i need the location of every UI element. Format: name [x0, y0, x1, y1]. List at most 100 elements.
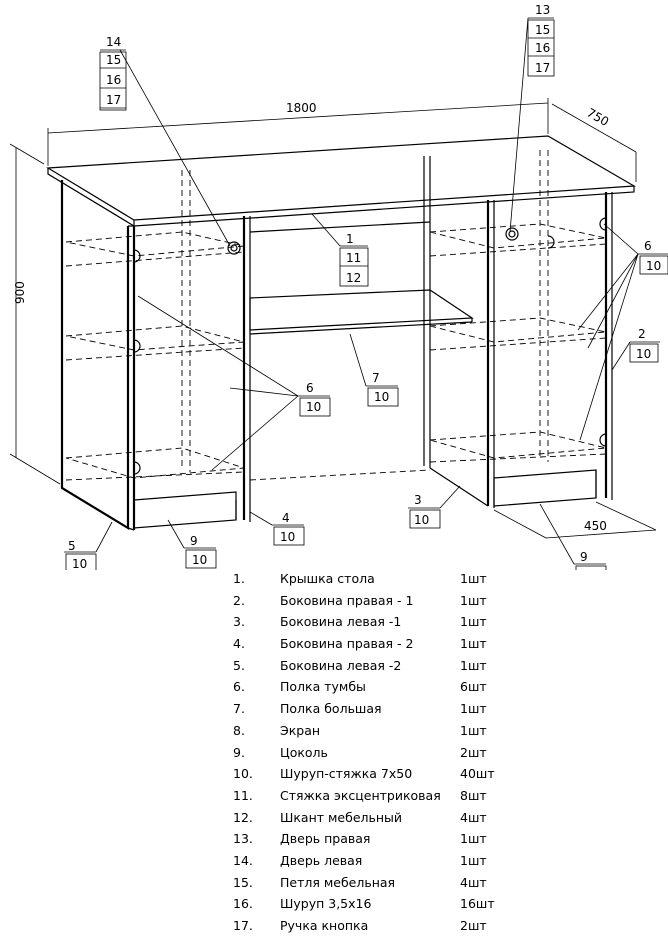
callout-3-l2: 10: [414, 513, 429, 527]
parts-row: 4. Боковина правая - 2 1шт: [233, 633, 533, 655]
callout-1-l1: 1: [346, 232, 354, 246]
part-number: 1.: [233, 571, 245, 586]
callout-13-l2: 15: [535, 23, 550, 37]
callout-4-l2: 10: [280, 530, 295, 544]
part-number: 16.: [233, 896, 253, 912]
part-number: 8.: [233, 722, 245, 738]
callout-7: 7 10: [349, 333, 399, 407]
part-name: Боковина левая -1: [280, 614, 402, 630]
part-qty: 4шт: [460, 809, 487, 825]
callout-5-l2: 10: [72, 557, 87, 570]
callout-5: 5 10: [64, 521, 113, 570]
table-top: [46, 135, 636, 227]
callout-13-l1: 13: [535, 3, 550, 17]
part-number: 12.: [233, 809, 253, 825]
part-number: 3.: [233, 614, 245, 630]
part-qty: 2шт: [460, 744, 487, 760]
part-qty: 1шт: [460, 636, 487, 652]
callout-6l-l2: 10: [306, 400, 321, 414]
callout-14: 14 15 16 17: [99, 35, 231, 247]
part-qty: 2шт: [460, 918, 487, 933]
callout-1: 1 11 12: [311, 213, 369, 287]
part-name: Шуруп 3,5х16: [280, 896, 372, 912]
part-qty: 4шт: [460, 874, 487, 890]
callout-9l-l2: 10: [192, 553, 207, 567]
callout-9-left: 9 10: [167, 519, 217, 569]
part-number: 4.: [233, 636, 245, 652]
part-name: Боковина правая - 1: [280, 592, 414, 608]
dim-height: 900: [13, 281, 27, 304]
part-number: 10.: [233, 766, 253, 782]
part-qty: 1шт: [460, 592, 487, 608]
parts-row: 14. Дверь левая 1шт: [233, 850, 533, 872]
callout-13: 13 15 16 17: [509, 3, 555, 233]
middle-shelf: [249, 221, 474, 481]
part-name: Дверь правая: [280, 831, 371, 847]
callout-9l-l1: 9: [190, 534, 198, 548]
part-name: Стяжка эксцентриковая: [280, 787, 441, 803]
callout-13-l3: 16: [535, 41, 550, 55]
part-qty: 1шт: [460, 852, 487, 868]
parts-row: 11. Стяжка эксцентриковая 8шт: [233, 785, 533, 807]
part-name: Дверь левая: [280, 852, 363, 868]
part-name: Экран: [280, 722, 321, 738]
part-qty: 40шт: [460, 766, 495, 782]
parts-row: 5. Боковина левая -2 1шт: [233, 655, 533, 677]
part-number: 9.: [233, 744, 245, 760]
callout-2-l2: 10: [636, 347, 651, 361]
part-number: 14.: [233, 852, 253, 868]
callout-6r-l1: 6: [644, 239, 652, 253]
part-qty: 6шт: [460, 679, 487, 695]
part-number: 11.: [233, 787, 253, 803]
parts-row: 9. Цоколь 2шт: [233, 742, 533, 764]
part-name: Петля мебельная: [280, 874, 396, 890]
part-qty: 1шт: [460, 701, 487, 717]
part-name: Боковина правая - 2: [280, 636, 414, 652]
callout-2-l1: 2: [638, 327, 646, 341]
callout-6l-l1: 6: [306, 381, 314, 395]
part-name: Цоколь: [280, 744, 328, 760]
parts-row: 12. Шкант мебельный 4шт: [233, 807, 533, 829]
part-number: 2.: [233, 592, 245, 608]
part-number: 7.: [233, 701, 245, 717]
part-name: Полка большая: [280, 701, 382, 717]
part-number: 13.: [233, 831, 253, 847]
callout-4-l1: 4: [282, 511, 290, 525]
callout-7-l2: 10: [374, 390, 389, 404]
callout-2: 2 10: [611, 327, 660, 371]
callout-14-l4: 17: [106, 93, 121, 107]
part-name: Ручка кнопка: [280, 918, 369, 933]
right-cabinet: [423, 150, 613, 508]
callouts: 14 15 16 17 13 15 16 17 1 11 12: [64, 3, 668, 570]
callout-7-l1: 7: [372, 371, 380, 385]
part-qty: 1шт: [460, 657, 487, 673]
callout-9-right: 9: [539, 503, 607, 570]
callout-6-right: 6 10: [577, 223, 668, 441]
part-number: 5.: [233, 657, 245, 673]
callout-14-l1: 14: [106, 35, 121, 49]
callout-3-l1: 3: [414, 493, 422, 507]
part-number: 6.: [233, 679, 245, 695]
callout-14-l3: 16: [106, 73, 121, 87]
part-qty: 8шт: [460, 787, 487, 803]
dim-depth: 750: [584, 105, 611, 129]
part-name: Боковина левая -2: [280, 657, 402, 673]
part-qty: 1шт: [460, 571, 487, 586]
callout-5-l1: 5: [68, 539, 76, 553]
callout-6-left: 6 10: [137, 295, 331, 471]
callout-9r-l1: 9: [580, 550, 588, 564]
callout-3: 3 10: [408, 485, 461, 529]
part-name: Шкант мебельный: [280, 809, 403, 825]
callout-6r-l2: 10: [646, 259, 661, 273]
callout-4: 4 10: [249, 511, 305, 546]
parts-row: 7. Полка большая 1шт: [233, 698, 533, 720]
dimension-lines: 1800 750 900 450: [9, 98, 657, 539]
